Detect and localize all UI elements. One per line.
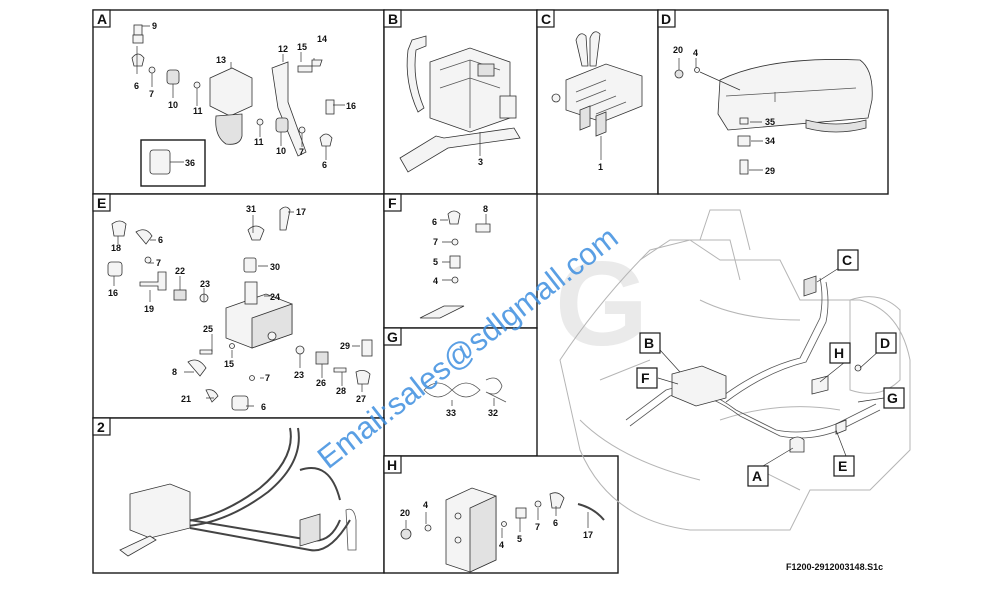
panel-label-a: A — [97, 11, 107, 27]
callout-a-16: 16 — [346, 101, 356, 111]
overview-labels: C B H D F G A E — [636, 249, 905, 487]
callout-h-17: 17 — [583, 530, 593, 540]
panel-b-drawing: 3 — [399, 35, 521, 173]
callout-a-7b: 7 — [299, 147, 304, 157]
panel-labels: A B C D E F G 2 H — [92, 9, 676, 474]
drawing-code: F1200-2912003148.S1c — [786, 562, 883, 572]
callout-e-23b: 23 — [294, 370, 304, 380]
callout-a-15: 15 — [297, 42, 307, 52]
callout-c-1: 1 — [598, 162, 603, 172]
callout-e-26: 26 — [316, 378, 326, 388]
callout-e-7: 7 — [156, 258, 161, 268]
callout-f-5: 5 — [433, 257, 438, 267]
callout-e-6b: 6 — [261, 402, 266, 412]
callout-e-22: 22 — [175, 266, 185, 276]
panel-2-drawing — [119, 427, 357, 557]
panel-a-drawing: 9 6 7 10 11 13 12 15 14 16 11 10 7 6 36 — [131, 21, 356, 187]
callout-d-20: 20 — [673, 45, 683, 55]
callout-d-35: 35 — [765, 117, 775, 127]
overview-label-e: E — [838, 458, 847, 474]
callout-f-6: 6 — [432, 217, 437, 227]
overview-label-f: F — [641, 370, 650, 386]
callout-h-4: 4 — [423, 500, 428, 510]
panel-label-c: C — [541, 11, 551, 27]
callout-a-6b: 6 — [322, 160, 327, 170]
callout-a-7: 7 — [149, 89, 154, 99]
callout-f-8: 8 — [483, 204, 488, 214]
callout-e-24: 24 — [270, 292, 280, 302]
callout-e-16: 16 — [108, 288, 118, 298]
panel-label-h: H — [387, 457, 397, 473]
callout-g-33: 33 — [446, 408, 456, 418]
panel-label-b: B — [388, 11, 398, 27]
callout-e-31: 31 — [246, 204, 256, 214]
panel-g-frame — [383, 327, 538, 457]
callout-e-28: 28 — [336, 386, 346, 396]
overview-label-c: C — [842, 252, 852, 268]
panel-g-drawing: 33 32 — [423, 377, 507, 418]
callout-a-12: 12 — [278, 44, 288, 54]
callout-e-27: 27 — [356, 394, 366, 404]
callout-a-10: 10 — [168, 100, 178, 110]
callout-a-6: 6 — [134, 81, 139, 91]
callout-a-9: 9 — [152, 21, 157, 31]
callout-b-3: 3 — [478, 157, 483, 167]
callout-e-19: 19 — [144, 304, 154, 314]
overview-label-d: D — [880, 335, 890, 351]
callout-e-29: 29 — [340, 341, 350, 351]
overview-machine-drawing — [559, 209, 911, 531]
callout-a-36: 36 — [185, 158, 195, 168]
callout-e-30: 30 — [270, 262, 280, 272]
overview-label-b: B — [644, 335, 654, 351]
callout-e-21: 21 — [181, 394, 191, 404]
panel-label-2: 2 — [97, 419, 105, 435]
callout-e-8: 8 — [172, 367, 177, 377]
callout-a-11b: 11 — [254, 137, 264, 147]
callout-a-11: 11 — [193, 106, 203, 116]
callout-e-15: 15 — [224, 359, 234, 369]
callout-d-29: 29 — [765, 166, 775, 176]
callout-a-13: 13 — [216, 55, 226, 65]
callout-h-5: 5 — [517, 534, 522, 544]
overview-label-h: H — [834, 345, 844, 361]
panel-label-e: E — [97, 195, 106, 211]
callout-e-25: 25 — [203, 324, 213, 334]
callout-h-7: 7 — [535, 522, 540, 532]
panel-label-d: D — [661, 11, 671, 27]
callout-d-4: 4 — [693, 48, 698, 58]
callout-a-14: 14 — [317, 34, 327, 44]
overview-label-g: G — [887, 390, 898, 406]
callout-h-4b: 4 — [499, 540, 504, 550]
callout-e-23: 23 — [200, 279, 210, 289]
panel-h-frame — [383, 455, 619, 574]
panel-d-drawing: 20 4 35 34 29 — [673, 45, 873, 176]
callout-f-7: 7 — [433, 237, 438, 247]
panel-e-drawing: 31 17 18 6 7 22 16 19 30 24 23 25 15 29 … — [107, 204, 373, 412]
panel-f-drawing: 6 8 7 5 4 — [419, 204, 491, 319]
overview-label-a: A — [752, 468, 762, 484]
panel-h-drawing: 20 4 4 5 7 6 17 — [400, 487, 605, 573]
callout-h-6: 6 — [553, 518, 558, 528]
callout-e-6: 6 — [158, 235, 163, 245]
callout-e-18: 18 — [111, 243, 121, 253]
callout-e-17: 17 — [296, 207, 306, 217]
callout-e-7b: 7 — [265, 373, 270, 383]
callout-a-10b: 10 — [276, 146, 286, 156]
callout-d-34: 34 — [765, 136, 775, 146]
panel-label-g: G — [387, 329, 398, 345]
panel-c-drawing: 1 — [551, 31, 643, 172]
callout-g-32: 32 — [488, 408, 498, 418]
panel-label-f: F — [388, 195, 397, 211]
callout-f-4: 4 — [433, 276, 438, 286]
callout-h-20: 20 — [400, 508, 410, 518]
